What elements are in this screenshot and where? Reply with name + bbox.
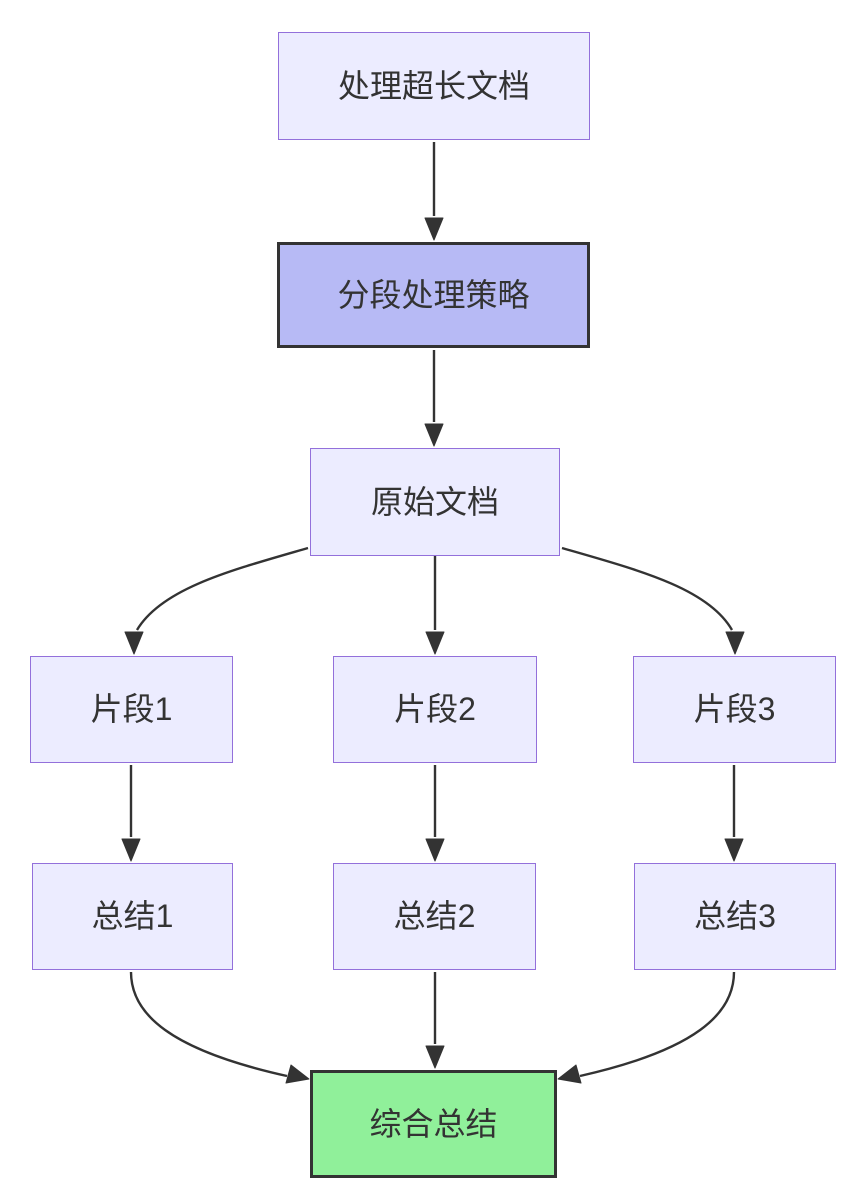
node-fragment-2-label: 片段2	[394, 691, 476, 728]
edge-fragment-3-to-summary-3-arrowhead	[724, 838, 744, 862]
edge-strategy-to-original-arrowhead	[424, 423, 444, 447]
edge-summary-1-to-final	[129, 971, 288, 1078]
edge-process-to-strategy-arrowhead	[424, 217, 444, 241]
node-final-summary-label: 综合总结	[369, 1105, 498, 1142]
node-original-doc-label: 原始文档	[370, 483, 499, 520]
node-process-long-doc-label: 处理超长文档	[337, 67, 530, 104]
node-summary-2-label: 总结2	[393, 898, 476, 935]
node-fragment-1: 片段1	[30, 656, 233, 763]
edge-summary-2-to-final-arrowhead	[425, 1045, 445, 1069]
node-summary-1: 总结1	[32, 863, 233, 970]
node-segmentation-strategy: 分段处理策略	[277, 242, 590, 348]
edge-fragment-2-to-summary-2-arrowhead	[425, 838, 445, 862]
edge-original-to-fragment-2-arrowhead	[425, 631, 445, 655]
node-fragment-3-label: 片段3	[693, 691, 776, 728]
node-summary-3-label: 总结3	[694, 898, 776, 935]
edge-original-to-fragment-3	[561, 546, 734, 631]
node-final-summary: 综合总结	[310, 1070, 557, 1178]
node-fragment-3: 片段3	[633, 656, 836, 763]
edge-fragment-1-to-summary-1-arrowhead	[121, 838, 141, 862]
edge-summary-3-to-final-arrowhead	[557, 1064, 582, 1084]
edge-summary-1-to-final-arrowhead	[285, 1064, 310, 1084]
edge-original-to-fragment-1-arrowhead	[124, 631, 144, 655]
node-original-doc: 原始文档	[310, 448, 560, 556]
node-process-long-doc: 处理超长文档	[278, 32, 590, 140]
node-segmentation-strategy-label: 分段处理策略	[337, 276, 530, 313]
node-summary-2: 总结2	[333, 863, 536, 970]
node-fragment-1-label: 片段1	[90, 691, 173, 728]
edge-original-to-fragment-3-arrowhead	[725, 631, 745, 655]
node-summary-1-label: 总结1	[91, 898, 174, 935]
edge-summary-3-to-final	[579, 971, 736, 1078]
node-fragment-2: 片段2	[333, 656, 537, 763]
edge-original-to-fragment-1	[135, 546, 309, 631]
node-summary-3: 总结3	[634, 863, 836, 970]
